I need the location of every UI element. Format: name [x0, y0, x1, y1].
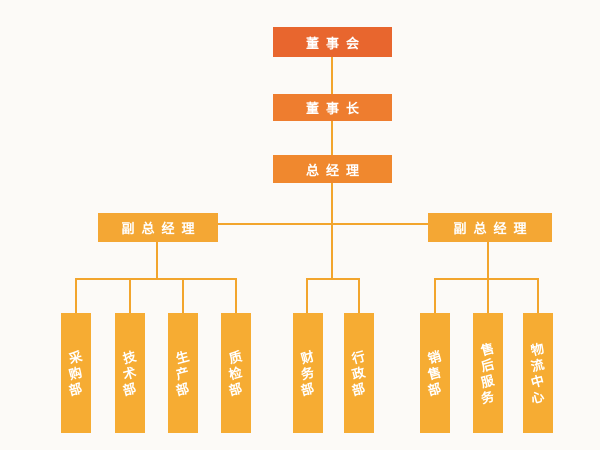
node-board: 董事会	[273, 27, 392, 57]
node-label: 生产部	[174, 348, 192, 398]
connector-line	[434, 278, 539, 280]
node-dept-finance: 财务部	[293, 313, 323, 433]
connector-line	[306, 278, 308, 313]
node-label: 副总经理	[121, 221, 202, 236]
connector-line	[235, 278, 237, 313]
node-label: 物流中心	[529, 340, 547, 406]
node-label: 采购部	[67, 348, 85, 398]
connector-line	[75, 278, 77, 313]
node-dept-purchasing: 采购部	[61, 313, 91, 433]
node-label: 董事会	[305, 35, 366, 51]
connector-line	[331, 120, 333, 155]
node-chairman: 董事长	[273, 94, 392, 121]
connector-line	[182, 278, 184, 313]
connector-line	[129, 278, 131, 313]
connector-line	[331, 183, 333, 280]
node-dept-technology: 技术部	[115, 313, 145, 433]
node-dept-logistics-center: 物流中心	[523, 313, 553, 433]
node-dept-administration: 行政部	[344, 313, 374, 433]
connector-line	[358, 278, 360, 313]
node-label: 售后服务	[479, 340, 497, 406]
node-label: 副总经理	[453, 221, 534, 236]
node-dept-sales: 销售部	[420, 313, 450, 433]
connector-line	[75, 278, 237, 280]
connector-line	[331, 57, 333, 94]
node-dept-after-sales-service: 售后服务	[473, 313, 503, 433]
node-label: 质检部	[227, 348, 245, 398]
node-deputy-gm-right: 副总经理	[428, 213, 552, 242]
node-label: 财务部	[299, 348, 317, 398]
node-label: 董事长	[305, 101, 366, 116]
node-deputy-gm-left: 副总经理	[98, 213, 218, 242]
connector-line	[218, 223, 428, 225]
connector-line	[306, 278, 360, 280]
node-general-manager: 总经理	[273, 155, 392, 183]
connector-line	[537, 278, 539, 313]
node-label: 行政部	[350, 348, 368, 398]
connector-line	[434, 278, 436, 313]
node-label: 销售部	[426, 348, 444, 398]
node-label: 总经理	[305, 162, 366, 178]
node-dept-production: 生产部	[168, 313, 198, 433]
connector-line	[487, 242, 489, 313]
node-label: 技术部	[121, 348, 139, 398]
connector-line	[156, 242, 158, 280]
node-dept-quality-inspection: 质检部	[221, 313, 251, 433]
